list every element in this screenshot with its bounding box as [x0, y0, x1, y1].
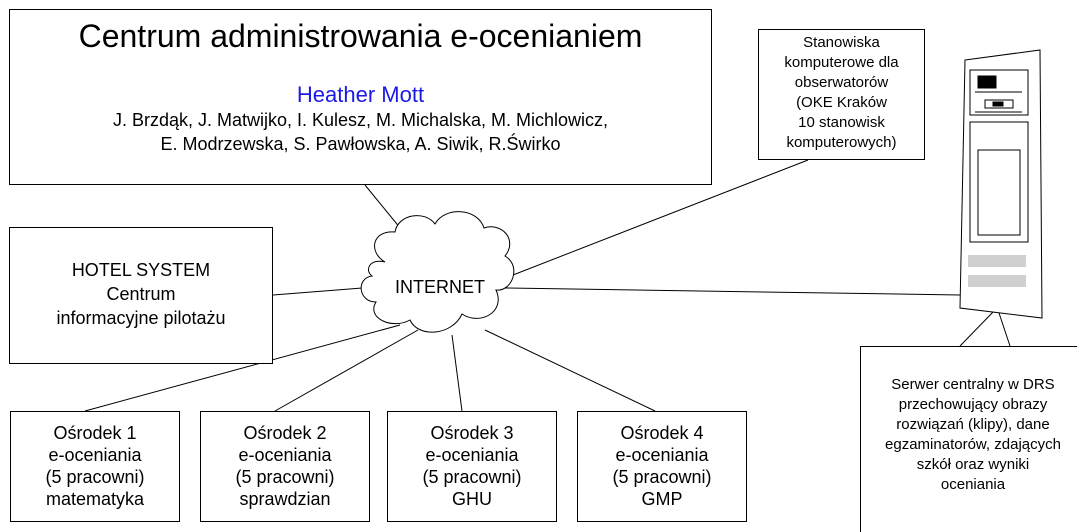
center-labs: (5 pracowni) [422, 467, 522, 487]
link-observers-cloud [494, 159, 809, 283]
center-name: Ośrodek 4 [620, 423, 704, 443]
coordinator-name: Heather Mott [296, 82, 425, 107]
observers-box: Stanowiska komputerowe dla obserwatorów … [758, 29, 925, 160]
team-members-line-2: E. Modrzewska, S. Pawłowska, A. Siwik, R… [160, 134, 561, 154]
observers-line: 10 stanowisk [798, 114, 885, 131]
link-cloud-center1 [84, 324, 401, 412]
center-type: e-oceniania [48, 445, 142, 465]
center-box-3: Ośrodek 3 e-oceniania (5 pracowni) GHU [387, 411, 557, 522]
observers-line: komputerowe dla [784, 54, 899, 71]
center-name: Ośrodek 3 [430, 423, 514, 443]
server-note-line: Serwer centralny w DRS [891, 376, 1055, 393]
center-labs: (5 pracowni) [235, 467, 335, 487]
link-cloud-center2 [274, 329, 419, 412]
cloud-icon [360, 211, 515, 333]
center-labs: (5 pracowni) [612, 467, 712, 487]
center-type: e-oceniania [238, 445, 332, 465]
center-labs: (5 pracowni) [45, 467, 145, 487]
center-subject: GHU [452, 489, 492, 509]
center-box-4: Ośrodek 4 e-oceniania (5 pracowni) GMP [577, 411, 747, 522]
hotel-system-subtitle-1: Centrum [106, 284, 176, 304]
center-name: Ośrodek 2 [243, 423, 327, 443]
server-note-line: oceniania [940, 476, 1006, 493]
server-note-line: rozwiązań (klipy), dane [896, 416, 1050, 433]
center-subject: GMP [641, 489, 683, 509]
center-subject: matematyka [45, 489, 145, 509]
center-box-1: Ośrodek 1 e-oceniania (5 pracowni) matem… [10, 411, 180, 522]
hotel-system-subtitle-2: informacyjne pilotażu [56, 308, 226, 328]
link-cloud-center4 [484, 329, 656, 412]
link-hotel-cloud [272, 286, 376, 296]
observers-line: (OKE Kraków [796, 94, 887, 111]
internet-label: INTERNET [395, 277, 485, 297]
admin-center-box: Centrum administrowania e-ocenianiem Hea… [9, 9, 712, 185]
observers-line: komputerowych) [786, 134, 897, 151]
observers-line: obserwatorów [794, 74, 889, 91]
team-members-line-1: J. Brzdąk, J. Matwijko, I. Kulesz, M. Mi… [112, 110, 609, 130]
center-type: e-oceniania [425, 445, 519, 465]
server-note-box: Serwer centralny w DRS przechowujący obr… [860, 346, 1077, 532]
server-note-line: egzaminatorów, zdających [885, 436, 1061, 453]
hotel-system-label: HOTEL SYSTEM [71, 260, 211, 280]
center-box-2: Ośrodek 2 e-oceniania (5 pracowni) spraw… [200, 411, 370, 522]
callout-right [997, 309, 1011, 347]
link-cloud-center3 [451, 334, 463, 412]
center-type: e-oceniania [615, 445, 709, 465]
center-name: Ośrodek 1 [53, 423, 137, 443]
server-tower-icon [959, 49, 1043, 319]
callout-left [959, 309, 996, 347]
center-subject: sprawdzian [239, 489, 331, 509]
server-note-line: przechowujący obrazy [898, 396, 1048, 413]
admin-center-title: Centrum administrowania e-ocenianiem [78, 18, 643, 54]
server-note-line: szkół oraz wyniki [916, 456, 1030, 473]
observers-line: Stanowiska [803, 34, 880, 51]
hotel-system-box: HOTEL SYSTEM Centrum informacyjne pilota… [9, 227, 273, 364]
link-server-cloud [504, 287, 961, 296]
